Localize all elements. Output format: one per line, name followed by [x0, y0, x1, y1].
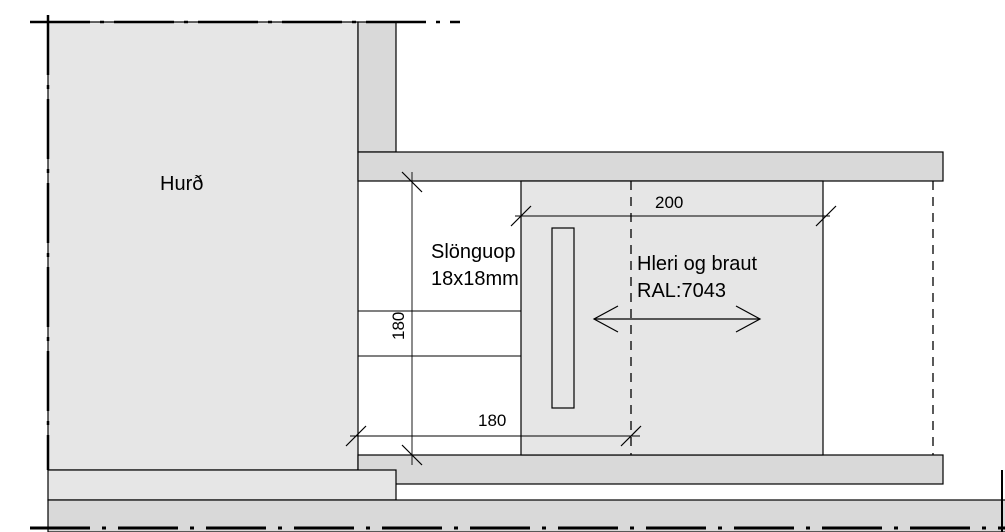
- dimension-tick-left-bottom: [401, 444, 423, 466]
- dimension-tick-top-right: [815, 205, 837, 227]
- hose-opening-slot: [551, 227, 575, 409]
- panel-label-line2: RAL:7043: [637, 280, 726, 302]
- dimension-label-top: 200: [655, 193, 683, 212]
- door-label: Hurð: [160, 173, 203, 195]
- bottom-rail: [357, 454, 944, 485]
- panel-label-line1: Hleri og braut: [637, 253, 758, 275]
- door-panel: [47, 21, 359, 471]
- hose-opening-label-line2: 18x18mm: [431, 268, 519, 290]
- movement-arrow-head-left: [592, 305, 619, 333]
- door-frame-post: [357, 21, 397, 153]
- dimension-label-bottom: 180: [478, 411, 506, 430]
- threshold-strip: [47, 469, 397, 501]
- dimension-tick-left-top: [401, 171, 423, 193]
- dimension-tick-bottom-left: [345, 425, 367, 447]
- dimension-tick-top-left: [510, 205, 532, 227]
- dimension-label-left: 180: [389, 312, 408, 340]
- hose-opening-label-line1: Slönguop: [431, 241, 516, 263]
- movement-arrow-head-right: [735, 305, 762, 333]
- top-rail: [357, 151, 944, 182]
- dimension-tick-bottom-right: [620, 425, 642, 447]
